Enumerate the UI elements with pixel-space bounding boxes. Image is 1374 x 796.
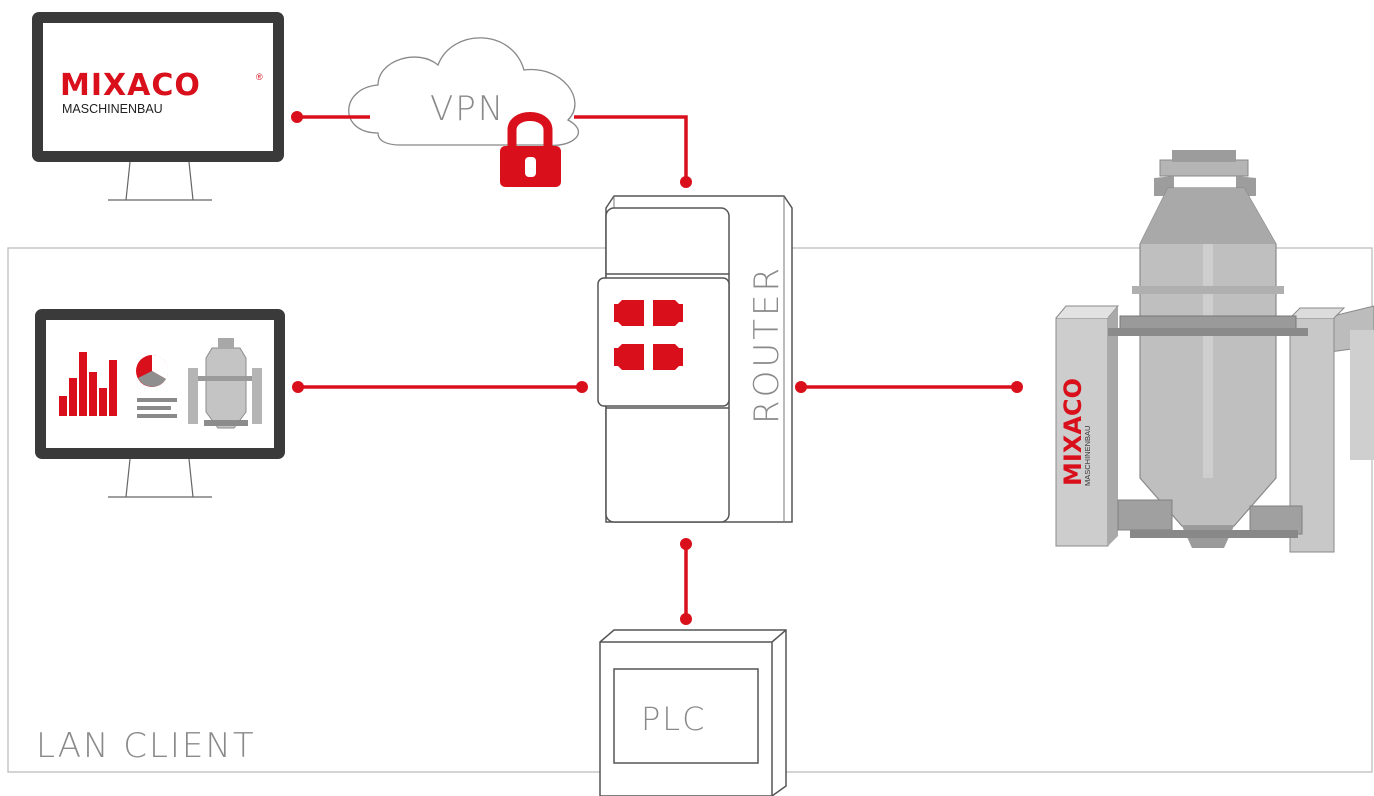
- vpn-label: VPN: [430, 89, 505, 129]
- lan-connections: [298, 385, 1017, 619]
- brand-registered-mark: ®: [256, 72, 263, 82]
- brand-logo: MIXACO: [60, 68, 201, 103]
- lock-icon: [500, 112, 561, 187]
- text-lines-icon: [137, 398, 177, 418]
- bar-chart-icon: [59, 352, 117, 416]
- pie-chart-icon: [136, 354, 169, 387]
- vpn-connections: [297, 115, 688, 182]
- connection-dots: [291, 111, 1023, 625]
- mixer-machine: MIXACO MASCHINENBAU: [1055, 150, 1374, 553]
- machine-brand-subtitle: MASCHINENBAU: [1083, 426, 1092, 486]
- remote-monitor: MIXACO ® MASCHINENBAU: [32, 12, 284, 201]
- brand-subtitle: MASCHINENBAU: [62, 102, 163, 116]
- machine-brand-logo: MIXACO: [1059, 378, 1087, 486]
- machine-thumbnail: [188, 338, 262, 429]
- plc-label: PLC: [641, 700, 706, 738]
- router-label: ROUTER: [747, 265, 787, 424]
- router-ports-icon: [614, 300, 683, 370]
- dashboard-monitor: [35, 309, 285, 498]
- lan-label: LAN CLIENT: [36, 726, 256, 766]
- router: ROUTER: [597, 195, 793, 523]
- plc: PLC: [599, 629, 787, 796]
